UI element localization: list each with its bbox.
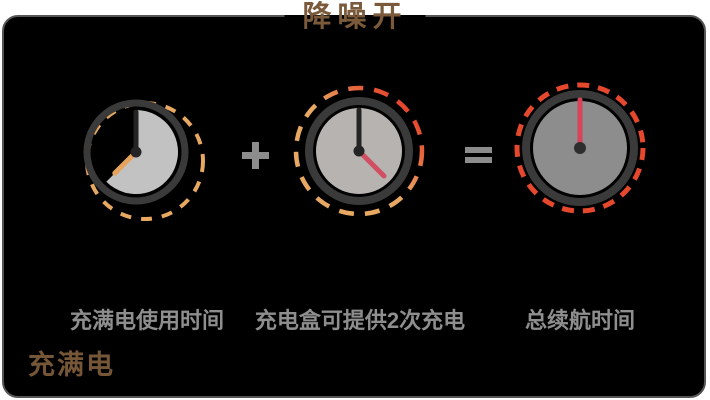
clock-rim xyxy=(305,97,413,205)
elapsed-sector xyxy=(106,110,178,194)
clock-hub xyxy=(130,146,142,158)
clock-label-usage-time: 充满电使用时间 xyxy=(69,308,225,333)
dashed-ring-red xyxy=(514,82,646,214)
clock-label-total-endurance: 总续航时间 xyxy=(524,308,636,333)
clock-hub xyxy=(353,145,365,157)
hour-hand xyxy=(356,148,387,179)
clock-label-case-charges: 充电盒可提供2次充电 xyxy=(254,308,466,333)
plus-vertical-bar xyxy=(252,142,259,169)
dashed-ring-tan-red xyxy=(293,85,425,217)
equals-icon xyxy=(465,147,492,163)
equals-bottom-bar xyxy=(465,157,492,163)
footer-note-full-charge: 充满电 xyxy=(28,350,115,380)
case-charge-clock-icon xyxy=(293,85,425,217)
equals-top-bar xyxy=(465,147,492,153)
clock-hub xyxy=(574,142,586,154)
card-panel xyxy=(2,15,706,398)
page-title: 降噪开 xyxy=(284,0,426,34)
plus-icon xyxy=(242,142,269,169)
total-endurance-clock-icon xyxy=(514,82,646,214)
dashed-ring-tan xyxy=(85,101,205,221)
partial-usage-clock-icon xyxy=(83,99,205,221)
clock-rim xyxy=(83,99,189,205)
